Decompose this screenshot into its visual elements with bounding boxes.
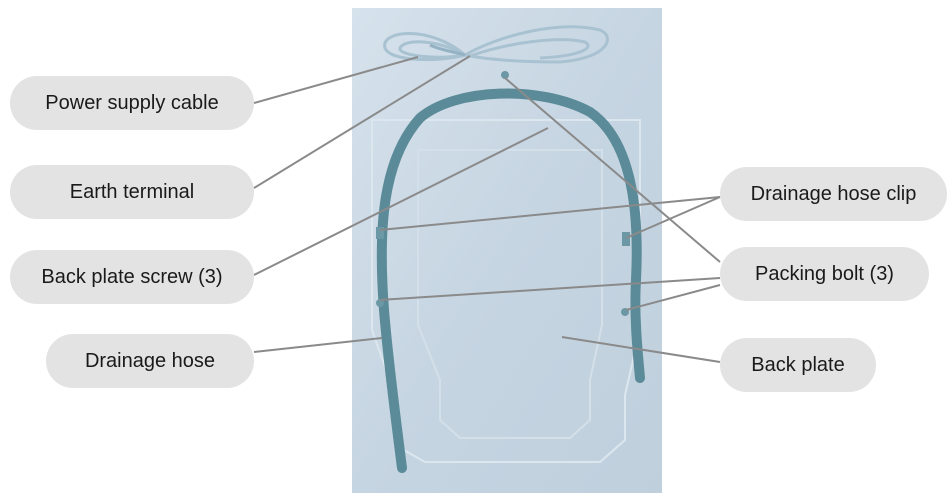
packing-bolt-top-mark: [501, 71, 509, 79]
label-power-supply-cable: Power supply cable: [10, 76, 254, 130]
label-drainage-hose-clip: Drainage hose clip: [720, 167, 947, 221]
label-back-plate: Back plate: [720, 338, 876, 392]
hose-clip-right-mark: [622, 232, 630, 246]
label-packing-bolt: Packing bolt (3): [720, 247, 929, 301]
label-back-plate-screw: Back plate screw (3): [10, 250, 254, 304]
label-drainage-hose: Drainage hose: [46, 334, 254, 388]
label-earth-terminal: Earth terminal: [10, 165, 254, 219]
